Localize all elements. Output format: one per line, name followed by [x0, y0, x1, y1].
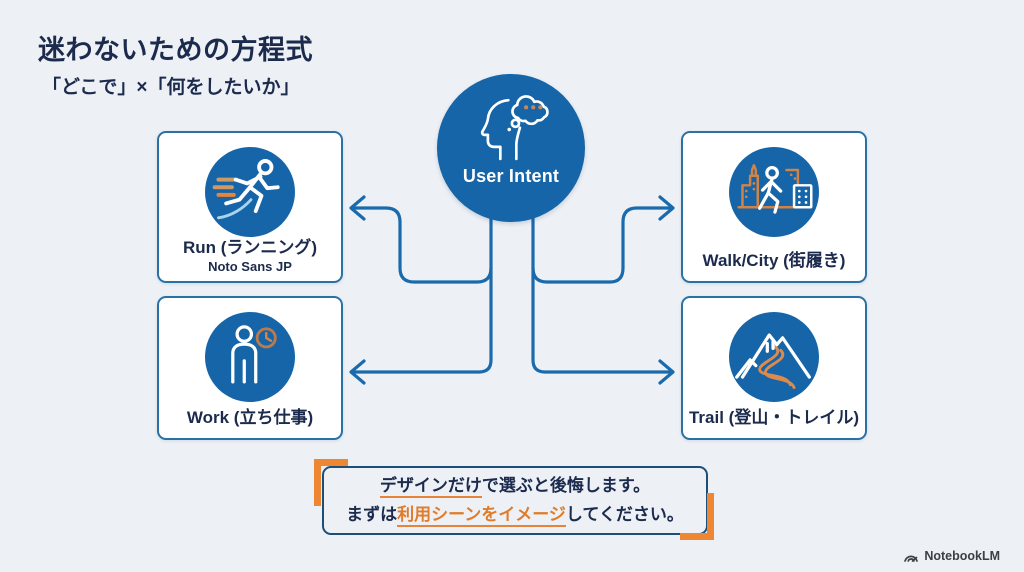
walk-icon-circle: [729, 147, 819, 237]
page-subtitle: 「どこで」×「何をしたいか」: [42, 77, 300, 98]
card-trail: Trail (登山・トレイル): [681, 296, 867, 440]
trail-icon-circle: [729, 312, 819, 402]
walk-label: Walk/City (街履き): [702, 250, 846, 270]
thinking-head-icon: [480, 95, 549, 161]
callout-box: デザインだけで選ぶと後悔します。 まずは利用シーンをイメージしてください。: [322, 466, 708, 535]
work-label: Work (立ち仕事): [186, 407, 314, 427]
run-card-text: Run (ランニング) Noto Sans JP: [183, 237, 317, 276]
callout-bracket-top-left: [314, 459, 348, 506]
watermark: NotebookLM: [903, 549, 1000, 563]
user-intent-label: User Intent: [462, 166, 560, 186]
callout-bracket-bottom-right: [680, 493, 714, 540]
work-icon-circle: [205, 312, 295, 402]
callout-line1-rest: で選ぶと後悔します。: [481, 476, 651, 496]
run-sublabel: Noto Sans JP: [208, 259, 292, 275]
mountain-trail-icon: [735, 333, 811, 390]
callout-line2-suffix: してください。: [565, 504, 684, 524]
page-title: 迷わないための方程式: [38, 35, 313, 65]
trail-card-text: Trail (登山・トレイル): [689, 407, 859, 428]
runner-icon: [212, 159, 280, 220]
trail-label: Trail (登山・トレイル): [688, 407, 859, 427]
run-label: Run (ランニング): [182, 238, 318, 257]
card-walk-city: Walk/City (街履き): [681, 131, 867, 283]
card-work: Work (立ち仕事): [157, 296, 343, 440]
work-card-text: Work (立ち仕事): [187, 407, 313, 428]
card-run: Run (ランニング) Noto Sans JP: [157, 131, 343, 283]
city-walker-icon: [737, 164, 813, 214]
callout-line1-highlight: デザインだけ: [379, 476, 482, 499]
user-intent-node: User Intent: [437, 74, 585, 222]
walk-card-text: Walk/City (街履き): [703, 250, 846, 271]
callout-line2-highlight: 利用シーンをイメージ: [397, 504, 566, 527]
standing-worker-clock-icon: [231, 325, 277, 384]
run-icon-circle: [205, 147, 295, 237]
notebooklm-logo-icon: [904, 555, 919, 562]
watermark-label: NotebookLM: [924, 549, 1000, 563]
callout-line2-prefix: まずは: [346, 504, 398, 524]
callout-line-1: デザインだけで選ぶと後悔します。: [379, 473, 651, 499]
callout-line-2: まずは利用シーンをイメージしてください。: [346, 502, 684, 528]
